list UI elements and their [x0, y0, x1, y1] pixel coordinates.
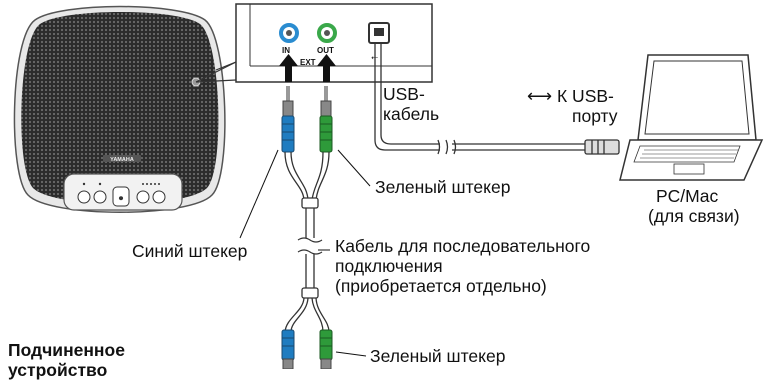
svg-text:⏺: ⏺	[119, 194, 124, 204]
usb-cable	[374, 43, 620, 155]
green-plug-top-label: Зеленый штекер	[375, 177, 511, 197]
slave-device-label-line2: устройство	[8, 360, 108, 380]
pc-label-line1: PC/Mac	[656, 186, 719, 206]
connector-panel: ⭠	[235, 3, 433, 83]
to-usb-label-line2: порту	[572, 106, 618, 126]
cascade-cable-label-line1: Кабель для последовательного	[335, 236, 591, 256]
pc-label-line2: (для связи)	[648, 206, 740, 226]
cascade-cable-label-line3: (приобретается отдельно)	[335, 276, 547, 296]
usb-cable-label-line2: кабель	[383, 104, 440, 124]
green-plug-top	[319, 86, 333, 153]
usb-symbol-icon: ⟷	[527, 86, 553, 106]
blue-plug-label: Синий штекер	[132, 241, 248, 261]
cascade-cable-label-line2: подключения	[335, 256, 443, 276]
green-plug-bottom	[319, 329, 333, 369]
usb-cable-label-line1: USB-	[383, 84, 425, 104]
insert-arrows	[279, 54, 336, 82]
cable-break	[297, 237, 323, 255]
brand-logo: YAMAHA	[110, 157, 134, 163]
cascade-cable	[284, 151, 330, 333]
out-port-label: OUT	[317, 46, 334, 55]
slave-device-label-line1: Подчиненное	[8, 340, 125, 360]
blue-plug-top	[281, 86, 295, 153]
ext-label: EXT	[300, 58, 316, 67]
to-usb-label-line1: К USB-	[557, 86, 614, 106]
speakerphone-device: YAMAHA ⏺	[13, 5, 226, 213]
leader-lines	[239, 149, 371, 357]
connection-diagram: YAMAHA ⏺ ⭠	[13, 3, 764, 369]
control-buttons	[77, 186, 166, 207]
blue-plug-bottom	[281, 329, 295, 369]
laptop	[619, 54, 764, 181]
green-plug-bottom-label: Зеленый штекер	[370, 346, 506, 366]
in-port-label: IN	[282, 46, 290, 55]
